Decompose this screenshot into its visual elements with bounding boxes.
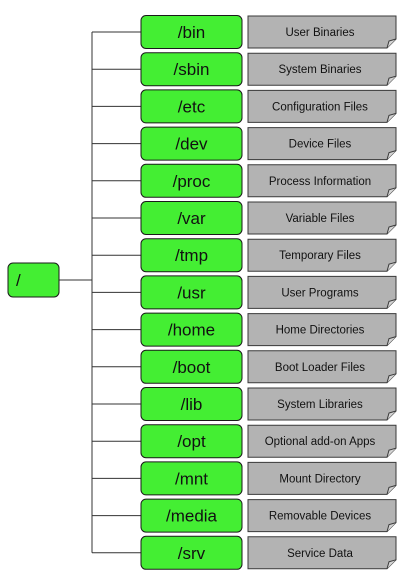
directory-description: Device Files <box>289 139 352 151</box>
directory-description: Process Information <box>269 176 371 188</box>
directory-name: /tmp <box>175 246 208 265</box>
directory-name: /etc <box>178 97 206 116</box>
directory-row: /lib System Libraries <box>140 387 397 421</box>
directory-row: /etc Configuration Files <box>140 89 397 124</box>
note-fold-corner <box>386 373 397 383</box>
directory-box <box>140 163 243 198</box>
directory-name: /boot <box>173 358 211 377</box>
directory-row: /var Variable Files <box>140 201 397 235</box>
directory-description: User Binaries <box>285 27 354 39</box>
directory-description: Service Data <box>287 548 353 560</box>
directory-description: Removable Devices <box>269 511 372 523</box>
directory-box <box>140 424 243 459</box>
directory-box <box>140 387 243 421</box>
directory-row: /mnt Mount Directory <box>140 461 397 496</box>
directory-description: Boot Loader Files <box>275 362 365 374</box>
directory-description: User Programs <box>281 287 359 299</box>
directory-name: /srv <box>178 544 206 563</box>
note-fold-corner <box>386 522 397 532</box>
directory-description: Mount Directory <box>279 473 360 485</box>
directory-description: Optional add-on Apps <box>265 436 376 448</box>
directory-box <box>140 238 243 273</box>
directory-row: /usr User Programs <box>140 275 397 310</box>
directory-name: /media <box>166 507 218 526</box>
directory-box <box>140 201 243 235</box>
directory-name: /dev <box>175 135 208 154</box>
note-fold-corner <box>386 150 397 160</box>
directory-row: /home Home Directories <box>140 312 397 347</box>
note-fold-corner <box>386 38 397 49</box>
directory-name: /bin <box>178 23 205 42</box>
directory-box <box>140 498 243 533</box>
note-fold-corner <box>386 484 397 495</box>
directory-name: /usr <box>177 283 206 302</box>
directory-box <box>140 349 243 384</box>
directory-description: Variable Files <box>286 213 355 225</box>
directory-name: /var <box>177 209 206 228</box>
directory-box <box>140 15 243 49</box>
directory-name: /opt <box>177 432 206 451</box>
note-fold-corner <box>386 298 397 309</box>
directory-row: /opt Optional add-on Apps <box>140 424 397 459</box>
directory-box <box>140 52 243 87</box>
directory-box <box>140 126 243 161</box>
directory-row: /tmp Temporary Files <box>140 238 397 273</box>
directory-name: /home <box>168 321 215 340</box>
directory-description: Configuration Files <box>272 101 368 113</box>
tree-connectors <box>59 31 141 554</box>
note-fold-corner <box>386 447 397 458</box>
directory-name: /sbin <box>174 60 210 79</box>
directory-box <box>140 535 243 570</box>
note-fold-corner <box>386 336 397 346</box>
directory-description: System Libraries <box>277 399 363 411</box>
directory-description: Home Directories <box>276 325 365 337</box>
directory-row: /dev Device Files <box>140 126 397 161</box>
note-fold-corner <box>386 410 397 421</box>
directory-description: System Binaries <box>278 64 361 76</box>
directory-box <box>140 275 243 310</box>
directory-row: /srv Service Data <box>140 535 397 570</box>
directory-row: /media Removable Devices <box>140 498 397 533</box>
directory-box <box>140 461 243 496</box>
note-fold-corner <box>386 261 397 272</box>
directory-box <box>140 312 243 347</box>
directory-row: /proc Process Information <box>140 163 397 198</box>
note-fold-corner <box>386 187 397 197</box>
note-fold-corner <box>386 559 397 569</box>
directory-description: Temporary Files <box>279 250 361 262</box>
root-directory-box <box>7 262 60 298</box>
directory-name: /mnt <box>175 469 208 488</box>
note-fold-corner <box>386 112 397 123</box>
directory-name: /proc <box>173 172 211 191</box>
directory-row: /boot Boot Loader Files <box>140 349 397 384</box>
note-fold-corner <box>386 224 397 235</box>
directory-rows: /bin User Binaries/sbin System Binaries/et… <box>140 15 397 570</box>
root-directory-node: / <box>7 262 60 298</box>
directory-name: /lib <box>181 395 203 414</box>
directory-row: /sbin System Binaries <box>140 52 397 87</box>
directory-box <box>140 89 243 124</box>
root-directory-label: / <box>16 271 21 290</box>
directory-row: /bin User Binaries <box>140 15 397 49</box>
note-fold-corner <box>386 75 397 86</box>
